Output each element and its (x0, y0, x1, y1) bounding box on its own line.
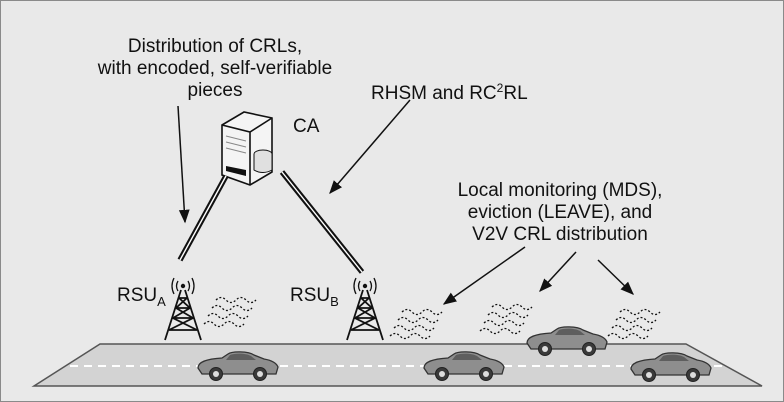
ca-to-rsu-a-link (177, 174, 229, 262)
radio-waves-icon-car-right (607, 308, 661, 340)
crl-distribution-line-1: Distribution of CRLs, (127, 36, 303, 57)
server-icon (221, 111, 273, 186)
crl-distribution-label: Distribution of CRLs, with encoded, self… (60, 36, 370, 102)
crl-distribution-arrow-icon (177, 105, 190, 224)
rsu-a-subscript: A (157, 294, 166, 309)
rhsm-rc2rl-label: RHSM and RC2RL (371, 77, 528, 105)
local-monitoring-line-1: Local monitoring (MDS), (457, 180, 663, 201)
radio-waves-icon-rsu-b (389, 308, 443, 340)
radio-waves-icon-rsu-a (203, 296, 257, 328)
rhsm-superscript: 2 (496, 81, 504, 95)
monitoring-arrow-middle-icon (539, 251, 577, 292)
radio-waves-icon-car (479, 303, 533, 335)
rsu-b-text: RSU (290, 285, 331, 306)
rsu-b-label: RSUB (290, 285, 339, 313)
monitoring-arrow-left-icon (442, 246, 526, 305)
rsu-a-text: RSU (117, 285, 158, 306)
rsu-a-antenna-tower-icon (164, 277, 202, 341)
rhsm-arrow-icon (329, 99, 411, 195)
rsu-a-label: RSUA (117, 285, 166, 313)
local-monitoring-line-2: eviction (LEAVE), and (467, 202, 653, 223)
monitoring-arrow-right-icon (597, 259, 634, 295)
crl-distribution-line-2: with encoded, self-verifiable (97, 58, 333, 79)
crl-distribution-line-3: pieces (187, 80, 243, 101)
rhsm-suffix: RL (503, 83, 528, 104)
ca-to-rsu-b-link (279, 170, 365, 274)
ca-label: CA (293, 116, 320, 137)
rsu-b-subscript: B (330, 294, 339, 309)
local-monitoring-label: Local monitoring (MDS), eviction (LEAVE)… (430, 180, 690, 246)
rsu-b-antenna-tower-icon (346, 277, 384, 341)
local-monitoring-line-3: V2V CRL distribution (472, 224, 648, 245)
rhsm-text: RHSM and RC (371, 83, 497, 104)
